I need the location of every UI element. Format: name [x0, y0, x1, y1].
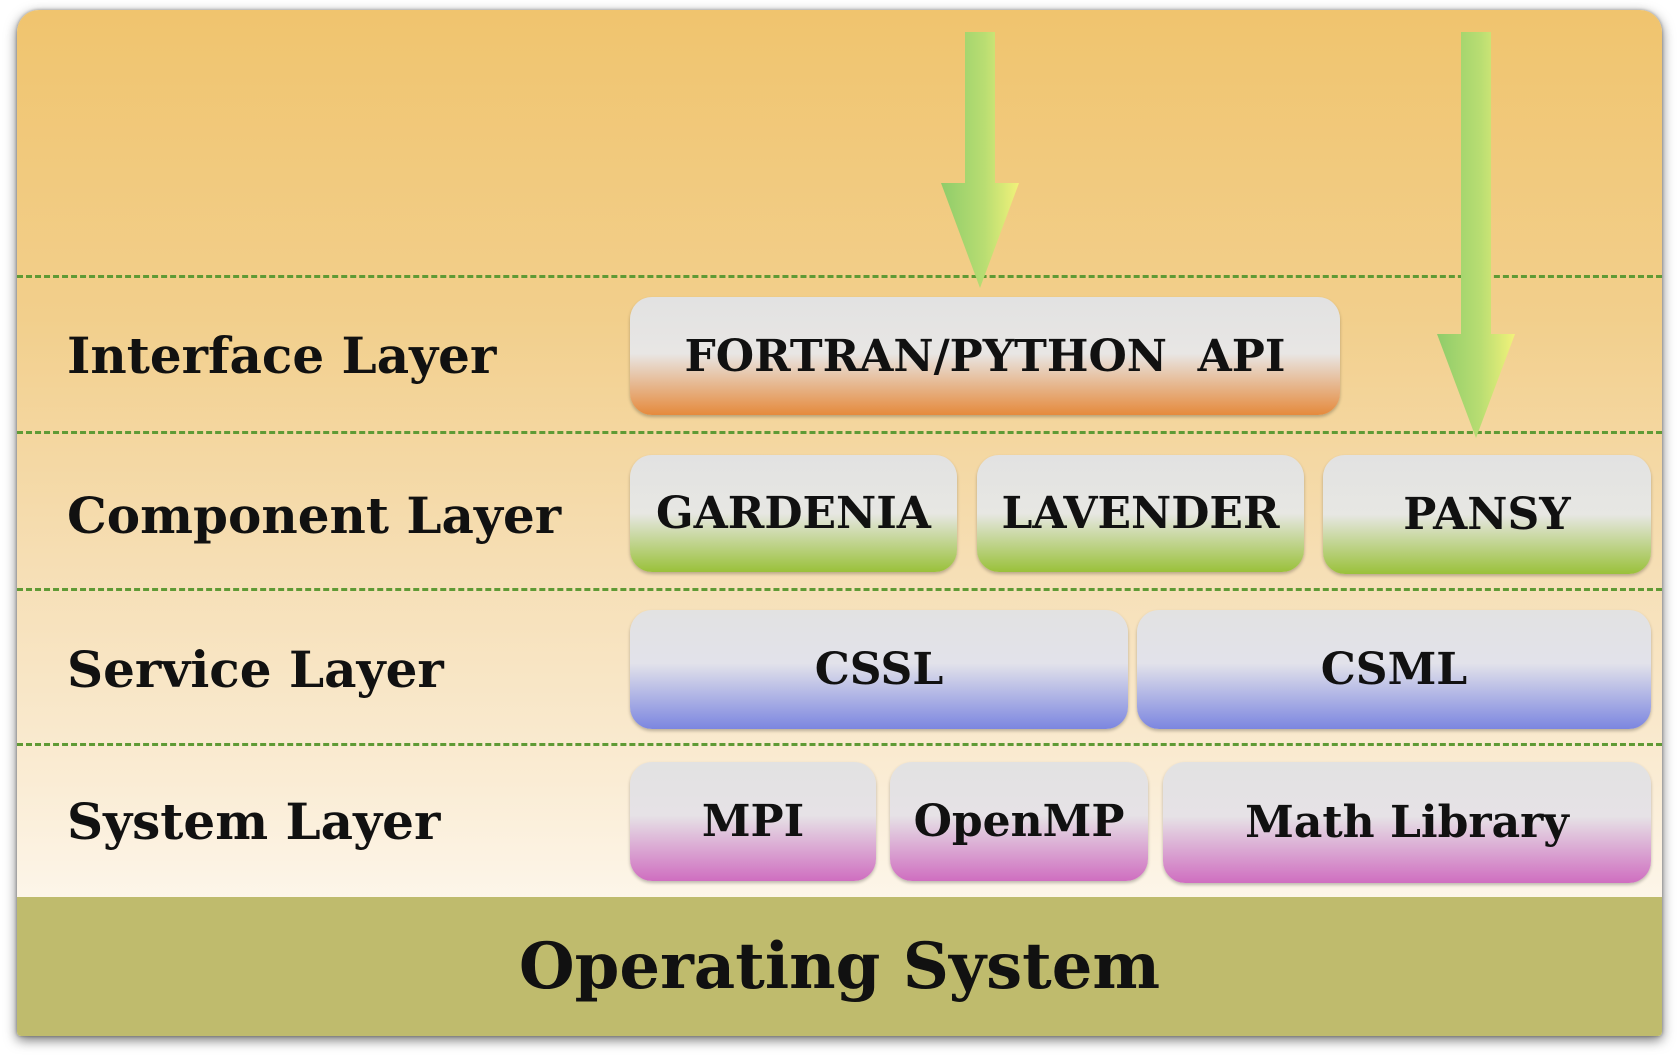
lavender-box: LAVENDER — [977, 455, 1304, 572]
operating-system-bar: Operating System — [17, 897, 1662, 1036]
cssl-box: CSSL — [630, 610, 1128, 729]
layered-architecture-diagram: Interface Layer Component Layer Service … — [17, 10, 1662, 1036]
separator-top-interface — [17, 275, 1662, 278]
separator-interface-component — [17, 431, 1662, 434]
fortran-python-api-box: FORTRAN/PYTHON API — [630, 297, 1340, 415]
gardenia-box: GARDENIA — [630, 455, 957, 572]
mpi-box: MPI — [630, 762, 876, 881]
operating-system-label: Operating System — [518, 929, 1161, 1004]
openmp-box: OpenMP — [890, 762, 1148, 881]
down-arrow-to-pansy-icon — [1437, 32, 1515, 438]
interface-layer-label: Interface Layer — [67, 326, 497, 385]
pansy-box: PANSY — [1323, 455, 1651, 574]
service-layer-label: Service Layer — [67, 640, 444, 699]
system-layer-label: System Layer — [67, 792, 441, 851]
math-library-box: Math Library — [1163, 762, 1651, 883]
component-layer-label: Component Layer — [67, 486, 562, 545]
down-arrow-to-api-icon — [941, 32, 1019, 288]
separator-service-system — [17, 743, 1662, 746]
separator-component-service — [17, 588, 1662, 591]
csml-box: CSML — [1137, 610, 1651, 729]
